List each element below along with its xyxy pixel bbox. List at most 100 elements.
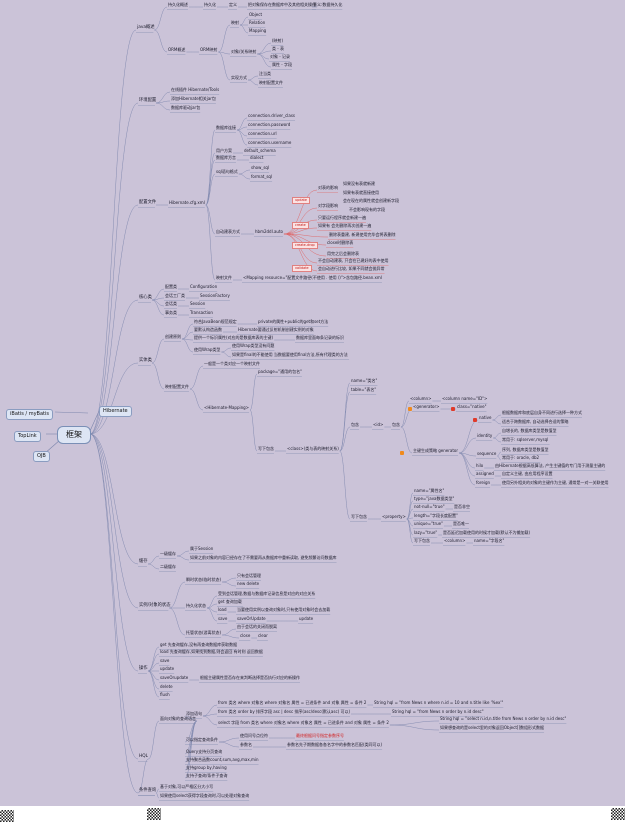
node-c11c[interactable]: connection.url [248,131,277,136]
node-c12a[interactable]: default_schema [244,148,276,153]
node-j3[interactable]: 托管状态(游离状态) [186,630,222,635]
node-l11c[interactable]: select 字段 from 类名 where 对象名 where 对象名 属性… [218,720,389,725]
node-a2b3[interactable]: 对象 - 记录 [270,54,290,59]
node-gn1[interactable]: 根据数据库和底层自身不同进行选择一种方式 [502,410,582,415]
node-gf[interactable]: foreign [476,480,491,485]
node-a2c[interactable]: 实现方式 [231,75,247,80]
node-u1[interactable]: 对表的影响 [318,185,338,190]
node-c14a[interactable]: show_sql [251,165,270,170]
node-d3a[interactable]: Session [190,301,206,306]
node-l[interactable]: HQL [139,754,149,759]
node-f3a1[interactable]: name="类名" [351,378,378,383]
node-a[interactable]: java概述 [137,25,155,30]
node-j2d1[interactable]: saveOrUpdate [237,616,266,621]
root-node[interactable]: 框架 [57,426,91,444]
node-u1a[interactable]: 如果没有表就新建 [343,181,375,186]
node-e1[interactable]: 创建原则 [165,334,181,339]
node-g1a[interactable]: <id> [373,422,384,427]
node-k2[interactable]: load 先查询缓存,如果找到数据,则会返回 有时则 返回数据 [160,649,263,654]
node-l1[interactable]: 面向对象的查询语言 [160,716,196,721]
node-j1a[interactable]: 只有会话管理 [237,573,261,578]
node-e1d2[interactable]: 如果是final的不能使用 当数据要使用final方法,所有代理类的方法 [232,352,348,357]
node-h1d1[interactable]: 是否非空 [454,504,470,509]
right-node-hibernate[interactable]: Hibernate [99,406,132,417]
node-l11a1[interactable]: String hql = "from News n where n.id = 1… [374,700,504,705]
node-k[interactable]: 操作 [139,666,148,671]
node-g2[interactable]: <column> [410,396,432,401]
node-h1g[interactable]: lazy="true" [414,530,438,535]
node-gs2[interactable]: 常用于: oracle, db2 [502,455,540,460]
node-f2[interactable]: <Hibernate-Mapping> [204,405,250,410]
node-h1[interactable]: 写下包含 [351,514,367,519]
node-d2a[interactable]: SessionFactory [200,293,230,298]
node-l12a1[interactable]: 最终根据问号指定参数序号 [296,733,344,738]
node-c11a[interactable]: connection.driver_class [248,113,296,118]
node-b2[interactable]: 添加Hibernate相关jar包 [171,96,216,101]
node-g4[interactable]: 主键生成策略 generator [413,448,459,453]
node-f3[interactable]: 写下包含 [258,446,274,451]
node-h1c[interactable]: type="java数据类型" [414,496,455,501]
node-f3a2[interactable]: table="表名" [351,387,377,392]
node-j2d2[interactable]: update [299,616,314,621]
node-h1d[interactable]: not-null="true" [414,504,445,509]
node-a2b4[interactable]: 属性 - 字段 [272,62,292,67]
node-j2c1[interactable]: 当要使用实例以查询对象时,只有使用对象时会去加载 [237,607,331,612]
node-h1e[interactable]: length="字段长度配置" [414,513,458,518]
node-c15[interactable]: 自动建表方式 [216,229,240,234]
node-u2a[interactable]: 会在现在的属性就会创建新字段 [343,198,399,203]
left-node-ibatis[interactable]: iBatis / myBatis [6,409,53,420]
node-k6[interactable]: delete [160,684,173,689]
node-a1[interactable]: 持久化概述 [168,2,188,7]
node-a1c[interactable]: 把对象保存在数据库中及其他相关操作 [248,2,316,7]
node-a1a[interactable]: 持久化 [204,2,216,7]
node-j3c[interactable]: clear [258,633,268,638]
node-a2a1b[interactable]: Relation [249,20,266,25]
node-f1[interactable]: 一般是一个类对应一个映射文件 [204,361,260,366]
node-j1[interactable]: 瞬时状态(临时状态) [186,577,222,582]
node-i2[interactable]: 二级缓存 [160,564,176,569]
node-l12b1[interactable]: 参数名先子期数据各各名字中的参数名匹配(类同可以) [287,742,383,747]
node-gn2[interactable]: 适合于跨数据库, 自动选择合适的策略 [502,419,569,424]
node-u2[interactable]: 对字段影响 [318,203,338,208]
node-e1c1[interactable]: 数据库里面每条记录的标识 [296,335,344,340]
node-b[interactable]: 环境配置 [139,98,157,103]
node-h1h2[interactable]: name="字段名" [474,538,505,543]
node-b1[interactable]: 在线插件 Hibernate/Tools [171,87,220,92]
node-a2[interactable]: ORM概述 [168,47,186,52]
node-b3[interactable]: 数据库驱动jar包 [171,105,201,110]
node-l12[interactable]: 可以指定查询条件 [186,737,218,742]
node-h1a[interactable]: <property> [382,514,406,519]
node-g3a[interactable]: class="native" [457,404,487,409]
node-j[interactable]: 实例/对象的状态 [139,603,171,608]
node-gf1[interactable]: 使用另外相关的对象的主键作为主键, 通常是一对一关联使用 [502,480,609,485]
node-e1a[interactable]: 符合JavaBean规范规定 [194,319,237,324]
node-ga[interactable]: assigned [476,471,494,476]
node-a2a1[interactable]: 映射 [231,20,239,25]
node-a1d[interactable]: 意义:数据持久化 [313,2,343,7]
node-m1[interactable]: 基于对象,可以严格区分大小写 [160,784,214,789]
node-e1c[interactable]: 提供一个标识属性(对应的是数据库表的主键) [194,335,274,340]
node-i1a[interactable]: 属于Session [190,546,214,551]
node-j2b[interactable]: get 查询加载 [218,599,242,604]
node-cr1[interactable]: 只要运行程序就会新建一遍 [318,215,366,220]
node-gs[interactable]: sequence [477,451,497,456]
node-cr2[interactable]: 如果有 会先删除再次创建一遍 [318,223,372,228]
node-l16[interactable]: 支持子查询/条件子查询 [186,773,228,778]
node-e1d[interactable]: 使用Wrap类型 [194,347,221,352]
node-l14[interactable]: 支持聚合函数count,sum,avg,max,min [186,757,259,762]
node-e1b[interactable]: 要默认构造函数 [194,327,222,332]
node-a2a1c[interactable]: Mapping [249,28,267,33]
node-u1b[interactable]: 如果有表就直接使用 [343,190,379,195]
node-d4a[interactable]: Transaction [190,310,213,315]
node-c11d[interactable]: connection.username [248,140,292,145]
node-u2b[interactable]: 不会影响现有的字段 [349,207,385,212]
node-c11b[interactable]: connection.password [248,122,291,127]
node-k1[interactable]: get 先查询缓存,没有再查询数据库获取数据 [160,642,238,647]
node-j3a[interactable]: 由于会话的关闭而脱离 [237,624,277,629]
node-h1b[interactable]: name="属性名" [414,488,445,493]
node-c1[interactable]: Hibernate.cfg.xml [169,200,205,205]
node-a2c1[interactable]: 注当类 [259,71,271,76]
node-gh1[interactable]: 由Hibernate根据高低算法, 产生主键值的专门用于测量主键的 [495,463,606,468]
node-a2c2[interactable]: 映射配置文件 [259,80,283,85]
node-l11b1[interactable]: String hql = "from News n order by n.id … [392,709,484,714]
